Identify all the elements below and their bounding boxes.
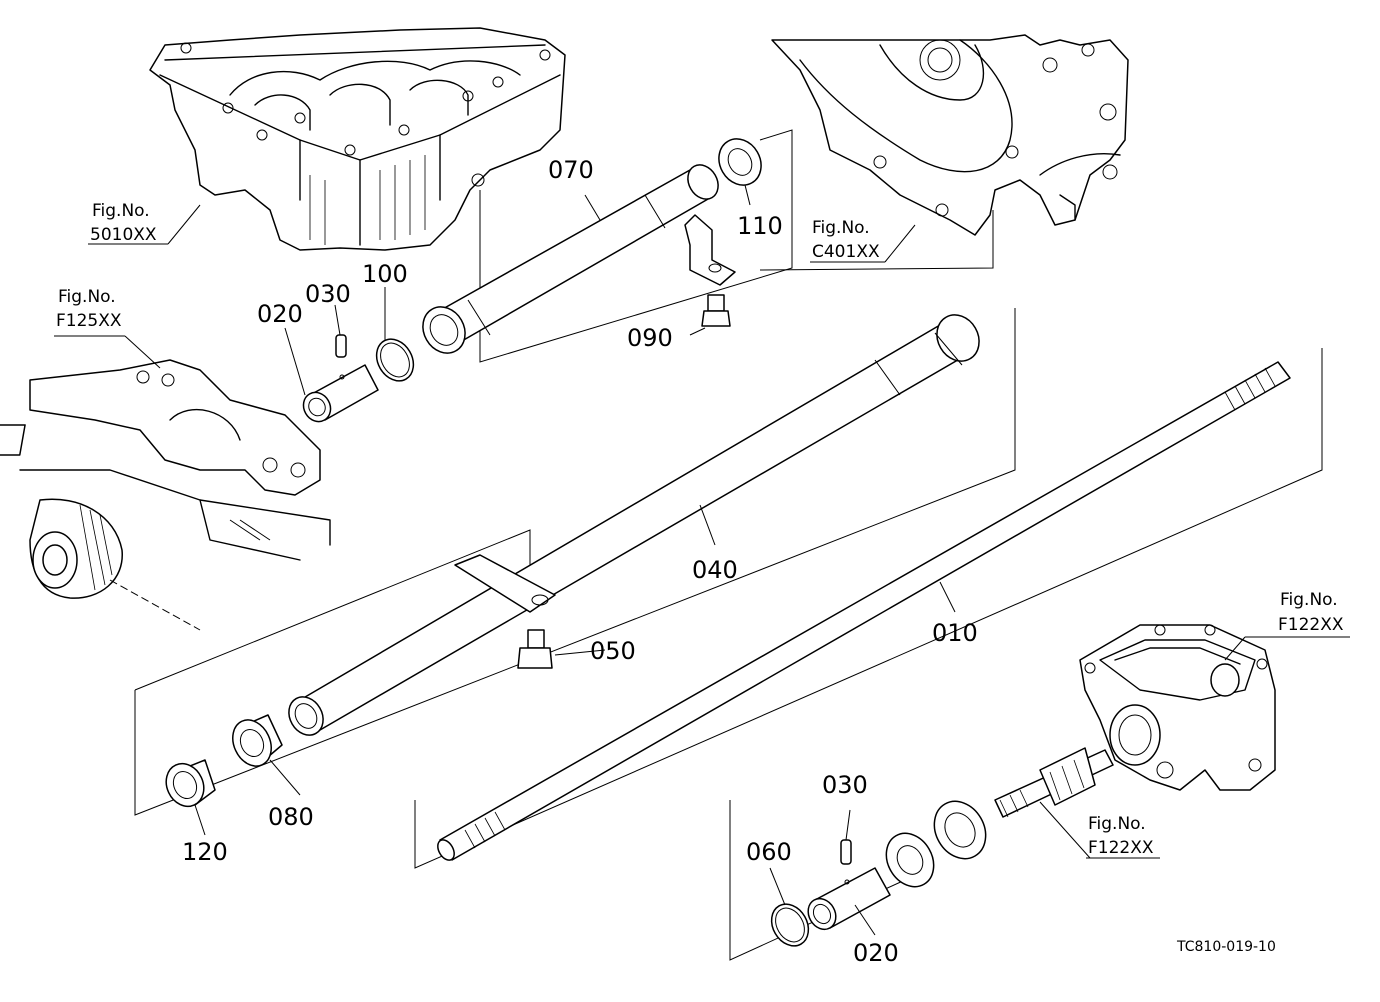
sleeve-020-lower: [807, 867, 891, 931]
drawing-code: TC810-019-10: [1176, 939, 1276, 955]
svg-text:Fig.No.: Fig.No.: [1088, 814, 1146, 834]
part-label-060: 060: [746, 838, 792, 866]
gearbox-housing-illustration: [1079, 624, 1276, 791]
cap-120: [165, 759, 216, 808]
part-label-020-lower: 020: [853, 939, 899, 967]
fig-ref-c401xx: Fig.No. C401XX: [810, 218, 885, 263]
tube-070: [422, 164, 736, 354]
transmission-case-illustration: [149, 27, 566, 251]
leader-lines: [124, 184, 1246, 936]
o-ring-060: [770, 903, 810, 947]
bearing-110: [718, 138, 762, 186]
bushing-080: [232, 714, 283, 767]
fig-ref-f125xx: Fig.No. F125XX: [54, 287, 125, 337]
svg-text:Fig.No.: Fig.No.: [58, 287, 116, 307]
fig-ref-f122xx-gearbox: Fig.No. F122XX: [1245, 590, 1350, 638]
part-label-100: 100: [362, 260, 408, 288]
shaft-010: [437, 361, 1291, 861]
bolt-090: [701, 294, 731, 327]
part-label-080: 080: [268, 803, 314, 831]
assembly-outlines: [134, 129, 1323, 961]
svg-text:F125XX: F125XX: [56, 311, 122, 331]
svg-text:Fig.No.: Fig.No.: [812, 218, 870, 238]
pin-030-lower: [840, 839, 852, 865]
svg-text:C401XX: C401XX: [812, 242, 880, 262]
svg-text:5010XX: 5010XX: [90, 225, 157, 245]
fig-ref-5010xx: Fig.No. 5010XX: [88, 201, 168, 245]
bearing-lower-large: [933, 800, 987, 860]
part-label-050: 050: [590, 637, 636, 665]
part-label-030-lower: 030: [822, 771, 868, 799]
svg-text:Fig.No.: Fig.No.: [1280, 590, 1338, 610]
part-label-040: 040: [692, 556, 738, 584]
part-label-110: 110: [737, 212, 783, 240]
part-label-010: 010: [932, 619, 978, 647]
clutch-housing-illustration: [771, 34, 1129, 236]
part-label-020-upper: 020: [257, 300, 303, 328]
o-ring-100: [375, 338, 415, 382]
sleeve-020-upper: [302, 364, 379, 423]
bolt-050: [517, 629, 553, 669]
svg-text:F122XX: F122XX: [1278, 615, 1344, 635]
part-label-030-upper: 030: [305, 280, 351, 308]
pin-030-upper: [335, 334, 347, 358]
part-label-120: 120: [182, 838, 228, 866]
bearing-lower-small: [885, 832, 935, 888]
mount-bracket-illustration: [0, 359, 331, 631]
gear-shaft: [994, 747, 1114, 818]
fig-ref-f122xx-shaft: Fig.No. F122XX: [1086, 814, 1160, 859]
part-label-090: 090: [627, 324, 673, 352]
part-label-070: 070: [548, 156, 594, 184]
svg-text:F122XX: F122XX: [1088, 838, 1154, 858]
svg-text:Fig.No.: Fig.No.: [92, 201, 150, 221]
tube-040: [288, 314, 980, 736]
